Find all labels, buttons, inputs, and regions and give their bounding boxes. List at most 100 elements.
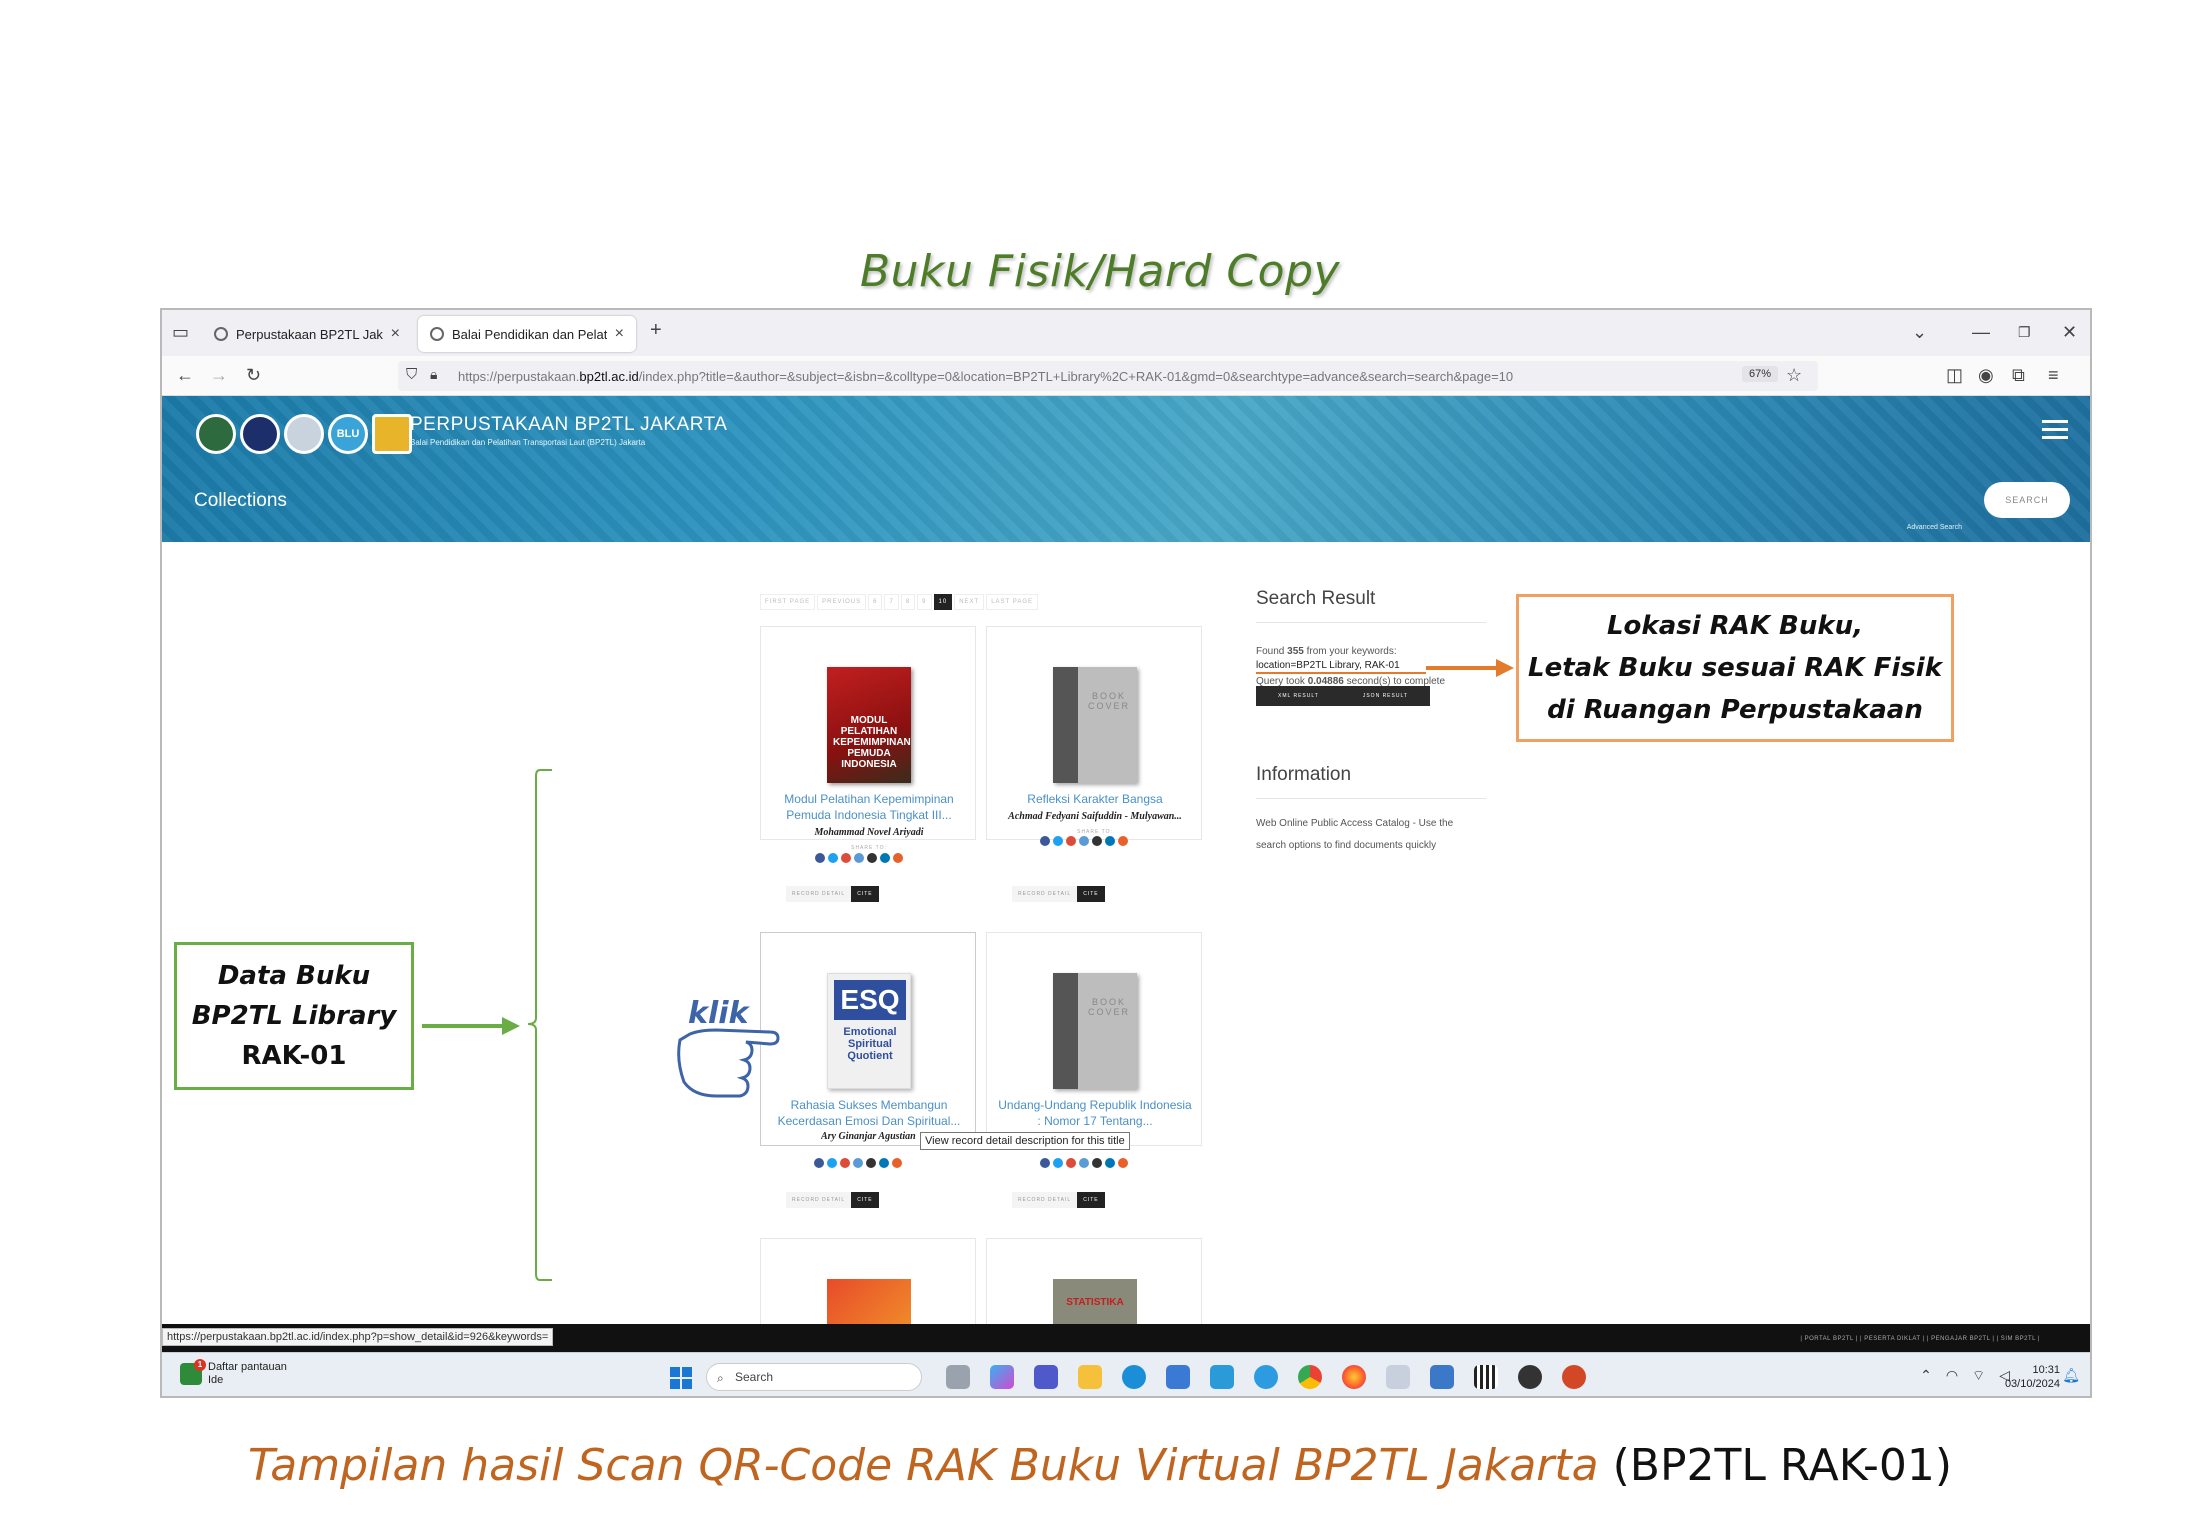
page-9[interactable]: 9 <box>917 594 932 610</box>
footer-links[interactable]: | PORTAL BP2TL | | PESERTA DIKLAT | | PE… <box>1800 1336 2040 1342</box>
file-explorer-icon[interactable] <box>1078 1365 1102 1389</box>
stumbleupon-icon[interactable] <box>892 1158 902 1168</box>
twitter-icon[interactable] <box>1053 1158 1063 1168</box>
hamburger-menu-icon[interactable] <box>2042 420 2068 444</box>
book-cover[interactable]: STATISTIKA <box>1053 1279 1137 1324</box>
help-icon[interactable] <box>1254 1365 1278 1389</box>
page-previous[interactable]: PREVIOUS <box>817 594 867 610</box>
reddit-icon[interactable] <box>866 1158 876 1168</box>
page-6[interactable]: 6 <box>868 594 883 610</box>
reddit-icon[interactable] <box>867 853 877 863</box>
task-view-icon[interactable] <box>946 1365 970 1389</box>
record-detail-button[interactable]: RECORD DETAIL <box>1012 1192 1078 1208</box>
page-8[interactable]: 8 <box>900 594 916 610</box>
chevron-down-icon[interactable]: ⌄ <box>1912 322 1928 342</box>
book-cover[interactable]: BOOK COVER <box>1053 667 1137 783</box>
chevron-up-icon[interactable]: ⌃ <box>1920 1367 1932 1383</box>
zoom-level[interactable]: 67% <box>1742 366 1779 382</box>
store-icon[interactable] <box>1166 1365 1190 1389</box>
facebook-icon[interactable] <box>815 853 825 863</box>
facebook-icon[interactable] <box>1040 836 1050 846</box>
calculator-icon[interactable] <box>1430 1365 1454 1389</box>
search-button[interactable]: SEARCH <box>1984 482 2070 518</box>
book-title-link[interactable]: Modul Pelatihan Kepemimpinan Pemuda Indo… <box>784 792 954 822</box>
close-tab-icon[interactable]: × <box>614 325 624 342</box>
new-tab-button[interactable]: + <box>650 319 662 341</box>
powerpoint-icon[interactable] <box>1562 1365 1586 1389</box>
record-detail-button[interactable]: RECORD DETAIL <box>786 1192 852 1208</box>
twitter-icon[interactable] <box>827 1158 837 1168</box>
record-detail-button[interactable]: RECORD DETAIL <box>786 886 852 902</box>
page-first[interactable]: FIRST PAGE <box>760 594 816 610</box>
reload-icon[interactable]: ↻ <box>246 365 262 385</box>
json-result-button[interactable]: JSON RESULT <box>1340 686 1430 706</box>
cite-button[interactable]: CITE <box>1077 1192 1105 1208</box>
xml-result-button[interactable]: XML RESULT <box>1256 686 1341 706</box>
digg-icon[interactable] <box>853 1158 863 1168</box>
volume-icon[interactable]: ◁ <box>1999 1367 2010 1383</box>
qr-code-icon[interactable] <box>1474 1365 1498 1389</box>
googleplus-icon[interactable] <box>1066 836 1076 846</box>
back-icon[interactable]: ← <box>176 365 194 385</box>
facebook-icon[interactable] <box>1040 1158 1050 1168</box>
snipping-tool-icon[interactable] <box>1386 1365 1410 1389</box>
googleplus-icon[interactable] <box>841 853 851 863</box>
book-cover[interactable]: BOOK COVER <box>1053 973 1137 1089</box>
stumbleupon-icon[interactable] <box>1118 836 1128 846</box>
digg-icon[interactable] <box>854 853 864 863</box>
teams-icon[interactable] <box>1034 1365 1058 1389</box>
advanced-search-link[interactable]: Advanced Search <box>1906 524 1962 531</box>
tab-balai-pendidikan[interactable]: Balai Pendidikan dan Pelatihan × <box>418 316 636 352</box>
bookmark-star-icon[interactable]: ☆ <box>1786 365 1803 385</box>
cite-button[interactable]: CITE <box>851 1192 879 1208</box>
linkedin-icon[interactable] <box>879 1158 889 1168</box>
twitter-icon[interactable] <box>828 853 838 863</box>
book-title-link[interactable]: Refleksi Karakter Bangsa <box>1027 792 1163 806</box>
page-10[interactable]: 10 <box>933 594 953 610</box>
moodle-icon[interactable] <box>1210 1365 1234 1389</box>
wifi-icon[interactable]: ⌔ <box>1972 1367 1986 1383</box>
twitter-icon[interactable] <box>1053 836 1063 846</box>
address-bar[interactable]: ⛉ 🔒︎ https://perpustakaan.bp2tl.ac.id/in… <box>398 361 1818 391</box>
close-window-icon[interactable]: ✕ <box>2062 322 2078 342</box>
book-title-link[interactable]: Undang-Undang Republik Indonesia : Nomor… <box>998 1098 1192 1128</box>
tab-perpustakaan[interactable]: Perpustakaan BP2TL Jakarta | Se × <box>202 316 412 352</box>
cite-button[interactable]: CITE <box>1077 886 1105 902</box>
restore-icon[interactable]: ❐ <box>2018 324 2031 340</box>
close-tab-icon[interactable]: × <box>390 325 400 342</box>
reddit-icon[interactable] <box>1092 836 1102 846</box>
book-title-link[interactable]: Rahasia Sukses Membangun Kecerdasan Emos… <box>777 1098 961 1128</box>
book-cover[interactable]: MODUL PELATIHAN KEPEMIMPINAN PEMUDA INDO… <box>827 667 911 783</box>
linkedin-icon[interactable] <box>1105 836 1115 846</box>
facebook-icon[interactable] <box>814 1158 824 1168</box>
digg-icon[interactable] <box>1079 836 1089 846</box>
forward-icon[interactable]: → <box>210 365 228 385</box>
googleplus-icon[interactable] <box>840 1158 850 1168</box>
site-title[interactable]: PERPUSTAKAAN BP2TL JAKARTA <box>410 414 728 435</box>
copilot-icon[interactable] <box>990 1365 1014 1389</box>
windows-start-icon[interactable] <box>670 1367 692 1389</box>
firefox-icon[interactable] <box>1342 1365 1366 1389</box>
minimize-icon[interactable]: — <box>1972 322 1990 342</box>
edge-icon[interactable] <box>1122 1365 1146 1389</box>
lock-icon[interactable]: 🔒︎ <box>430 366 438 382</box>
taskbar-search[interactable]: ⌕Search <box>706 1363 922 1391</box>
digg-icon[interactable] <box>1079 1158 1089 1168</box>
linkedin-icon[interactable] <box>880 853 890 863</box>
pocket-icon[interactable]: ◫ <box>1946 365 1964 385</box>
page-next[interactable]: NEXT <box>954 594 985 610</box>
cite-button[interactable]: CITE <box>851 886 879 902</box>
notification-bell-icon[interactable]: 🔔︎ <box>2062 1367 2080 1383</box>
page-7[interactable]: 7 <box>884 594 899 610</box>
page-last[interactable]: LAST PAGE <box>986 594 1039 610</box>
chrome-icon[interactable] <box>1298 1365 1322 1389</box>
media-player-icon[interactable] <box>1518 1365 1542 1389</box>
record-detail-button[interactable]: RECORD DETAIL <box>1012 886 1078 902</box>
linkedin-icon[interactable] <box>1105 1158 1115 1168</box>
reddit-icon[interactable] <box>1092 1158 1102 1168</box>
account-icon[interactable]: ◉ <box>1978 365 1994 385</box>
menu-icon[interactable]: ≡ <box>2048 365 2059 385</box>
extensions-icon[interactable]: ⧉ <box>2012 365 2025 385</box>
